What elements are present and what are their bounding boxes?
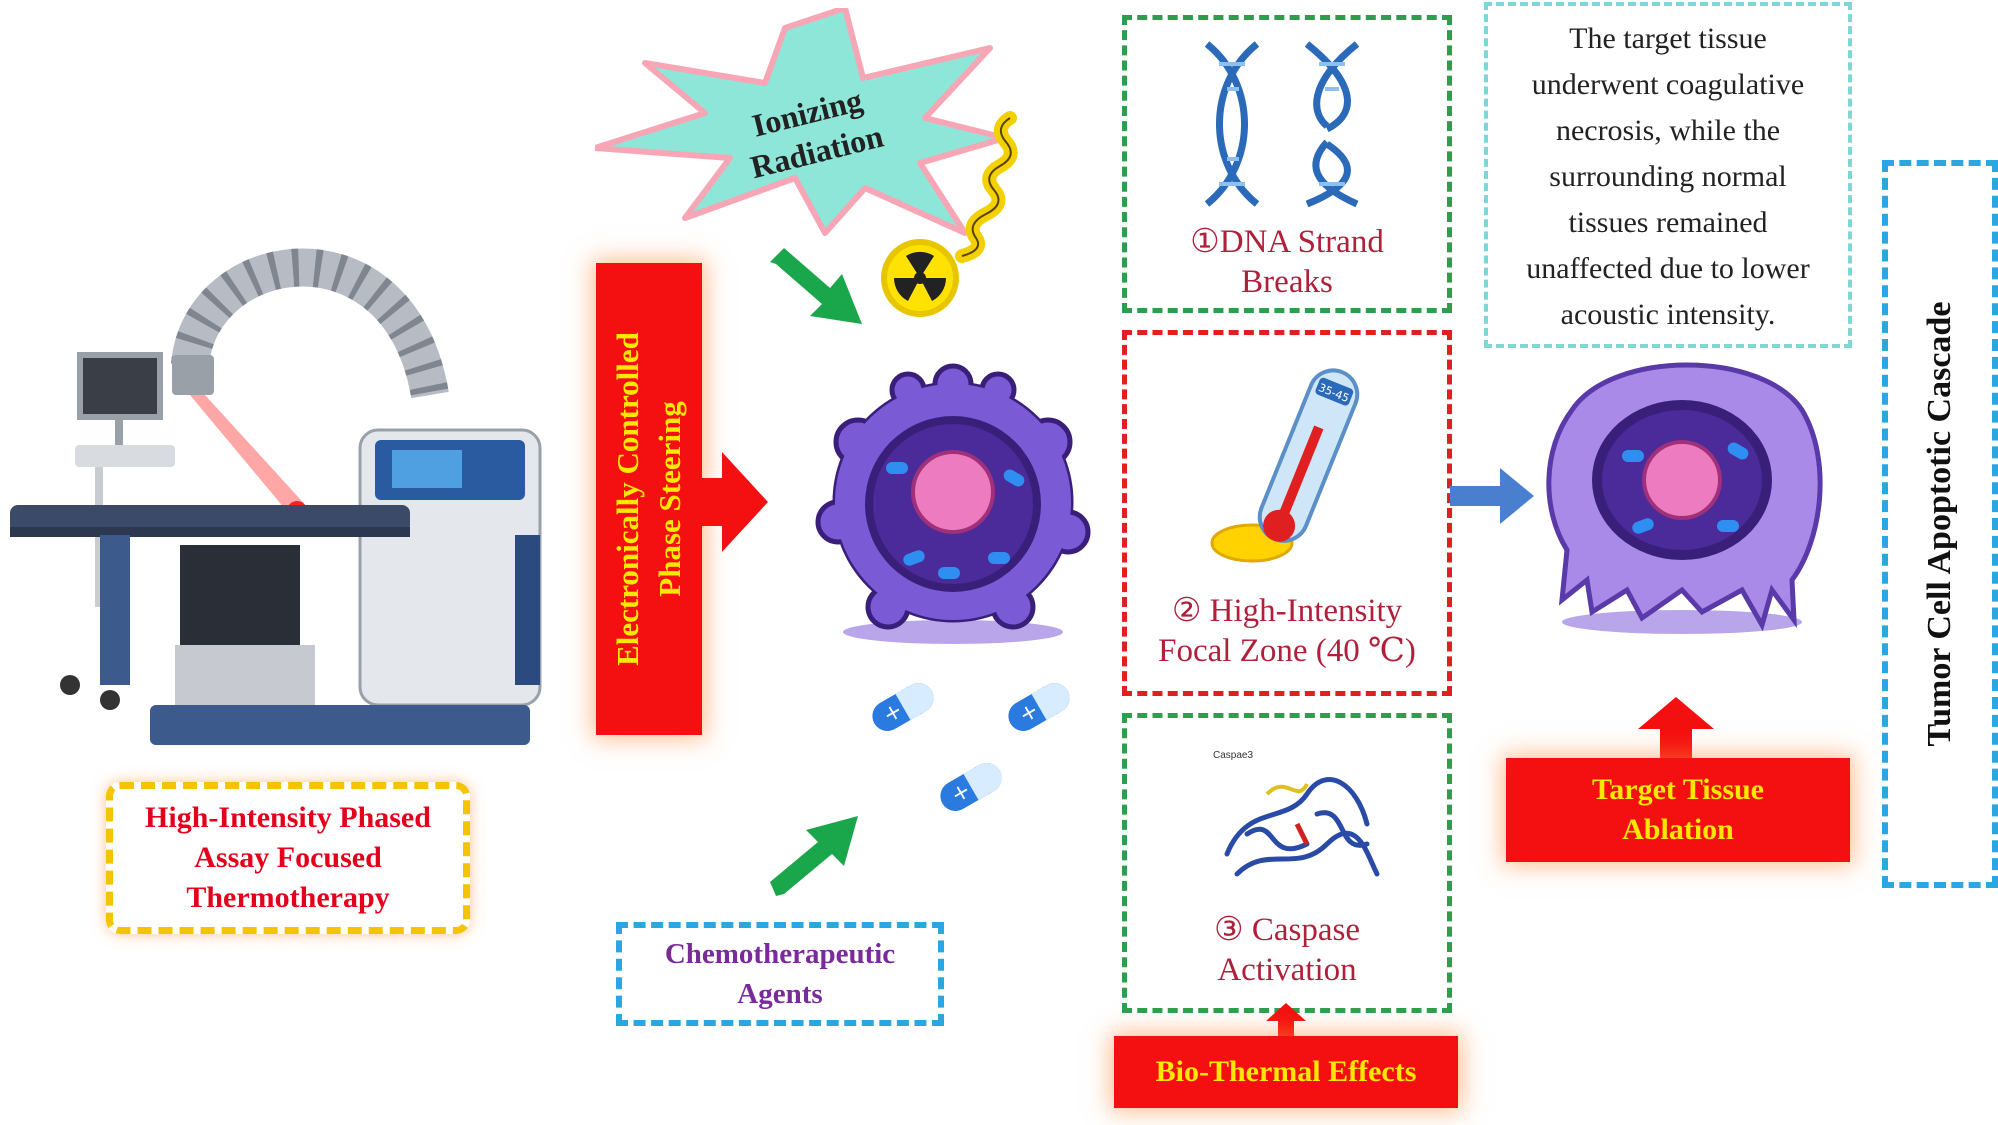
outcome-note-text: The target tissue underwent coagulative … (1488, 16, 1848, 338)
dna-breaks-line-1: ①DNA Strand (1190, 224, 1384, 260)
steering-arrow (700, 452, 768, 552)
radiation-burst (595, 8, 1008, 236)
hifu-label-box: High-Intensity Phased Assay Focused Ther… (106, 782, 470, 934)
ablated-cell-illustration (1546, 362, 1823, 634)
caspase-line-2: Activation (1217, 952, 1357, 988)
hifu-label-line-3: Thermotherapy (186, 881, 390, 914)
chemo-label-box: Chemotherapeutic Agents (616, 922, 944, 1026)
bio-thermal-box: Bio-Thermal Effects (1114, 1036, 1458, 1108)
apoptotic-cascade-label: Tumor Cell Apoptotic Cascade (1921, 301, 1958, 747)
dna-breaks-line-2: Breaks (1241, 264, 1333, 300)
phase-steering-box: Electronically Controlled Phase Steering (596, 263, 702, 735)
outcome-note-line-5: tissues remained (1568, 206, 1768, 239)
thermometer-icon: 35-45 (1210, 368, 1360, 563)
caspase-box: Caspae3 ③ Caspase Activation (1122, 713, 1452, 1013)
radiation-to-cell-arrow (770, 248, 862, 324)
outcome-note-box: The target tissue underwent coagulative … (1484, 2, 1852, 348)
dna-helix-icon (1204, 41, 1360, 208)
chemo-label-line-1: Chemotherapeutic (664, 938, 896, 970)
outcome-note-line-4: surrounding normal (1549, 160, 1787, 193)
transducer-arch (171, 248, 449, 399)
outcome-note-line-6: unaffected due to lower (1526, 252, 1810, 285)
focal-zone-line-2: Focal Zone (40 ℃) (1158, 633, 1416, 669)
focal-zone-line-1: ② High-Intensity (1171, 593, 1403, 629)
dna-breaks-box: ①DNA Strand Breaks (1122, 15, 1452, 313)
hifu-label-line-2: Assay Focused (194, 841, 382, 874)
outcome-note-line-7: acoustic intensity. (1560, 298, 1776, 331)
chemo-label-line-2: Agents (737, 978, 823, 1010)
caspase-line-1: ③ Caspase (1214, 912, 1360, 948)
capsule-icon-2: + (1008, 683, 1070, 731)
ablation-up-arrow (1638, 697, 1714, 759)
hifu-label-line-1: High-Intensity Phased (145, 801, 431, 834)
caspase-protein-icon (1224, 777, 1380, 877)
chemo-to-cell-arrow (770, 816, 858, 896)
protein-caption: Caspae3 (1213, 750, 1254, 761)
apoptotic-cascade-box: Tumor Cell Apoptotic Cascade (1882, 160, 1998, 888)
focal-zone-label: ② High-Intensity Focal Zone (40 ℃) (1127, 591, 1447, 671)
ablation-line-2: Ablation (1622, 813, 1734, 846)
tumor-cell-illustration (815, 363, 1091, 644)
phase-steering-line-2: Phase Steering (652, 401, 687, 597)
capsule-icon-1: + (872, 683, 934, 731)
ablation-box: Target Tissue Ablation (1506, 758, 1850, 862)
bio-thermal-up-arrow (1266, 1003, 1306, 1037)
caspase-label: ③ Caspase Activation (1127, 910, 1447, 990)
radiation-source-icon (881, 111, 1018, 317)
ablation-line-1: Target Tissue (1592, 773, 1764, 806)
focal-zone-box: 35-45 ② High-Intensity Focal Zone (40 ℃) (1122, 330, 1452, 696)
capsule-icon-3: + (940, 763, 1002, 811)
effects-to-ablation-arrow (1450, 468, 1534, 524)
hifu-device-illustration (10, 248, 542, 745)
bio-thermal-label: Bio-Thermal Effects (1155, 1055, 1417, 1088)
phase-steering-label: Electronically Controlled Phase Steering (603, 263, 695, 735)
outcome-note-line-1: The target tissue (1569, 22, 1767, 55)
outcome-note-line-2: underwent coagulative (1531, 68, 1805, 101)
phase-steering-line-1: Electronically Controlled (610, 332, 645, 666)
dna-breaks-label: ①DNA Strand Breaks (1127, 222, 1447, 302)
outcome-note-line-3: necrosis, while the (1555, 114, 1781, 147)
